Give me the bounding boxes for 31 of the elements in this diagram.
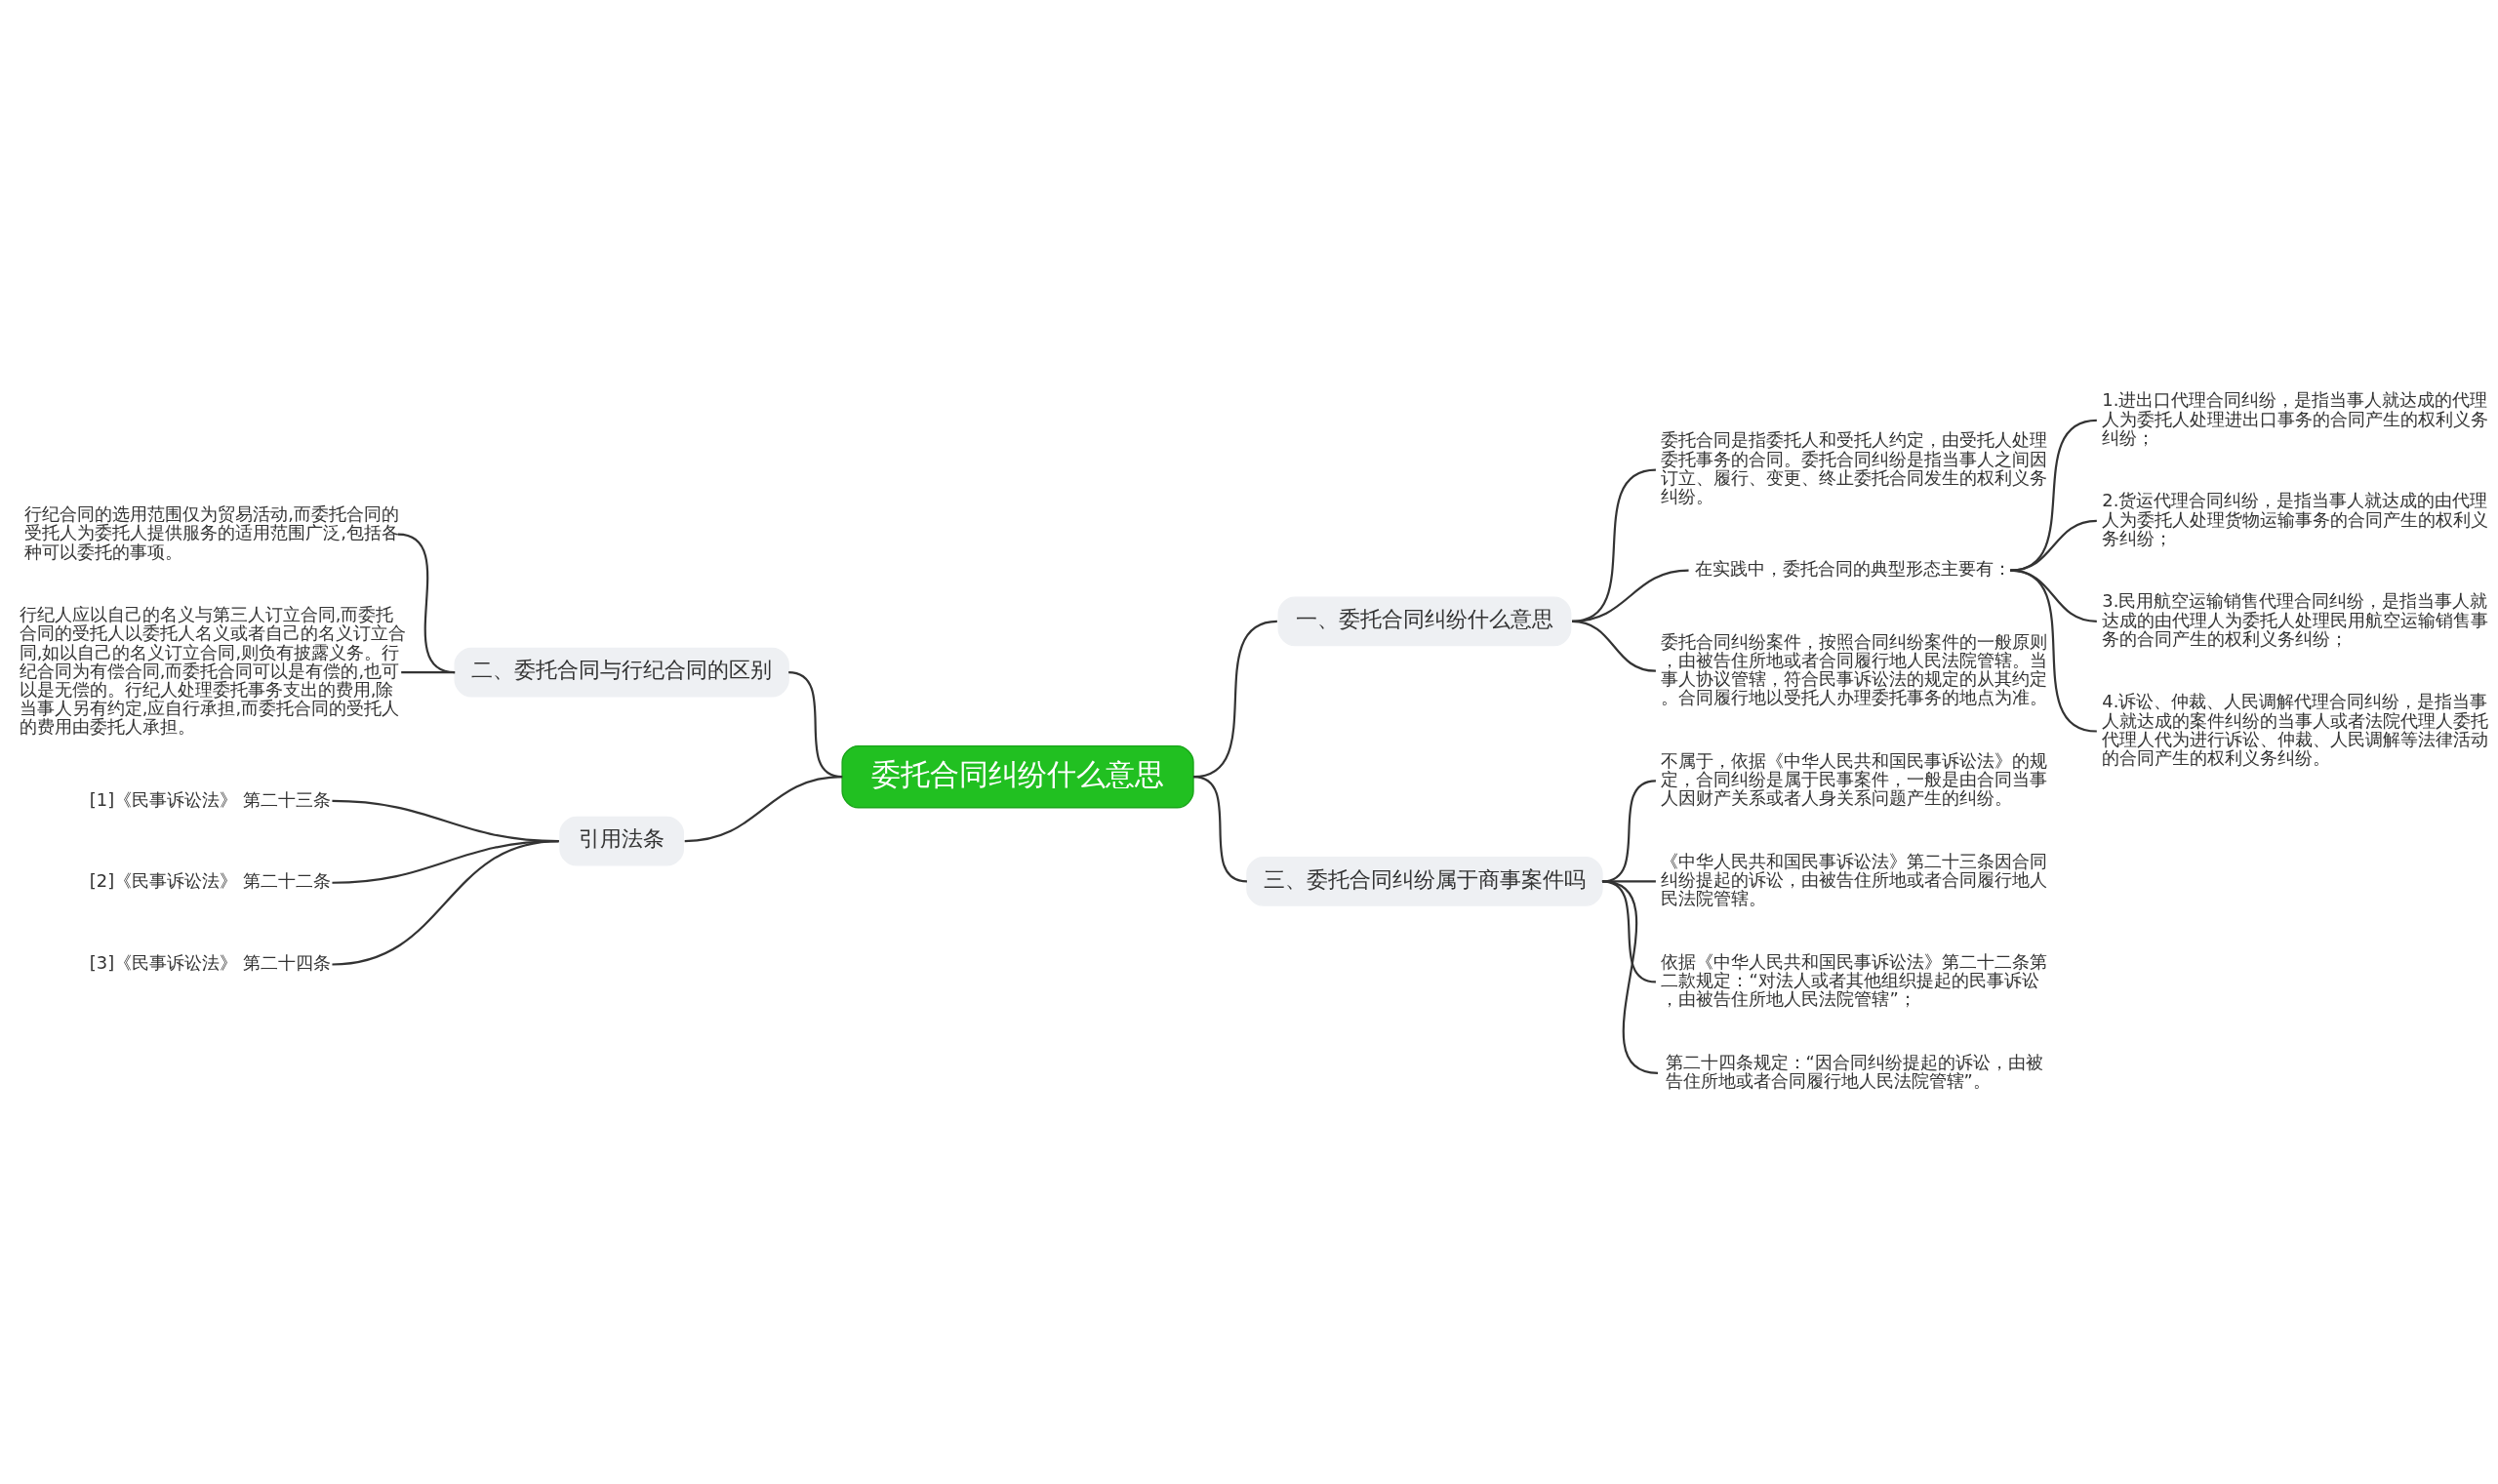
node-text: 在实践中，委托合同的典型形态主要有：	[1695, 558, 2012, 580]
node-text: 依据《中华人民共和国民事诉讼法》第二十二条第二款规定：“对法人或者其他组织提起的民事诉讼，由被告住所地人民法院管辖”；	[1661, 950, 2048, 1010]
node-text: 3.民用航空运输销售代理合同纠纷，是指当事人就达成的由代理人为委托人处理民用航空运输销售事务的合同产生的权利义务纠纷；	[2102, 590, 2489, 649]
connector	[1192, 776, 1248, 883]
node-text: [1]《民事诉讼法》 第二十三条	[89, 788, 331, 810]
connector	[401, 670, 456, 674]
connector	[2010, 569, 2097, 733]
node-text: [2]《民事诉讼法》 第二十二条	[89, 870, 331, 892]
node-text: 2.货运代理合同纠纷，是指当事人就达成的由代理人为委托人处理货物运输事务的合同产生的权利义务纠纷；	[2102, 490, 2489, 548]
node-text: 委托合同纠纷案件，按照合同纠纷案件的一般原则，由被告住所地或者合同履行地人民法院管辖。当事人协议管辖，符合民事诉讼法的规定的从其约定。合同履行地以受托人办理委托事务的地点为准。	[1661, 630, 2048, 708]
node-text: 行纪人应以自己的名义与第三人订立合同,而委托合同的受托人以委托人名义或者自己的名义订立合同,如以自己的名义订立合同,则负有披露义务。行纪合同为有偿合同,而委托合同可以是有偿的,也可以是无偿的。行纪人处理委托事务支出的费用,除当事人另有约定,应自行承担,而委托合同的受托人的费用由委托人承担。	[19, 604, 406, 738]
node-text: 《中华人民共和国民事诉讼法》第二十三条因合同纠纷提起的诉讼，由被告住所地或者合同履行地人民法院管辖。	[1661, 850, 2048, 909]
node-text: 1.进出口代理合同纠纷，是指当事人就达成的代理人为委托人处理进出口事务的合同产生的权利义务纠纷；	[2102, 389, 2489, 448]
node-text: 委托合同是指委托人和受托人约定，由受托人处理委托事务的合同。委托合同纠纷是指当事人之间因订立、履行、变更、终止委托合同发生的权利义务纠纷。	[1661, 429, 2048, 507]
node-text: 不属于，依据《中华人民共和国民事诉讼法》的规定，合同纠纷是属于民事案件，一般是由合同当事人因财产关系或者人身关系问题产生的纠纷。	[1661, 749, 2048, 809]
node-box: 委托合同纠纷什么意思	[841, 744, 1194, 809]
connector	[2010, 419, 2097, 572]
node-text: 4.诉讼、仲裁、人民调解代理合同纠纷，是指当事人就达成的案件纠纷的当事人或者法院代理人委托代理人代为进行诉讼、仲裁、人民调解等法律活动的合同产生的权利义务纠纷。	[2102, 691, 2489, 769]
connector	[332, 840, 559, 966]
node-box: 一、委托合同纠纷什么意思	[1277, 596, 1572, 647]
node-text: [3]《民事诉讼法》 第二十四条	[89, 952, 331, 974]
node-box: 引用法条	[559, 816, 685, 866]
connector	[397, 533, 456, 674]
node-text: 第二十四条规定：“因合同纠纷提起的诉讼，由被告住所地或者合同履行地人民法院管辖”。	[1665, 1051, 2043, 1092]
node-box: 三、委托合同纠纷属于商事案件吗	[1246, 856, 1603, 906]
connector	[1601, 880, 1659, 1074]
connector	[2010, 519, 2097, 572]
connector	[1571, 620, 1656, 672]
node-text: 行纪合同的选用范围仅为贸易活动,而委托合同的受托人为委托人提供服务的适用范围广泛,包括各种可以委托的事项。	[24, 503, 399, 562]
connector	[684, 776, 843, 843]
node-box: 二、委托合同与行纪合同的区别	[454, 647, 789, 698]
